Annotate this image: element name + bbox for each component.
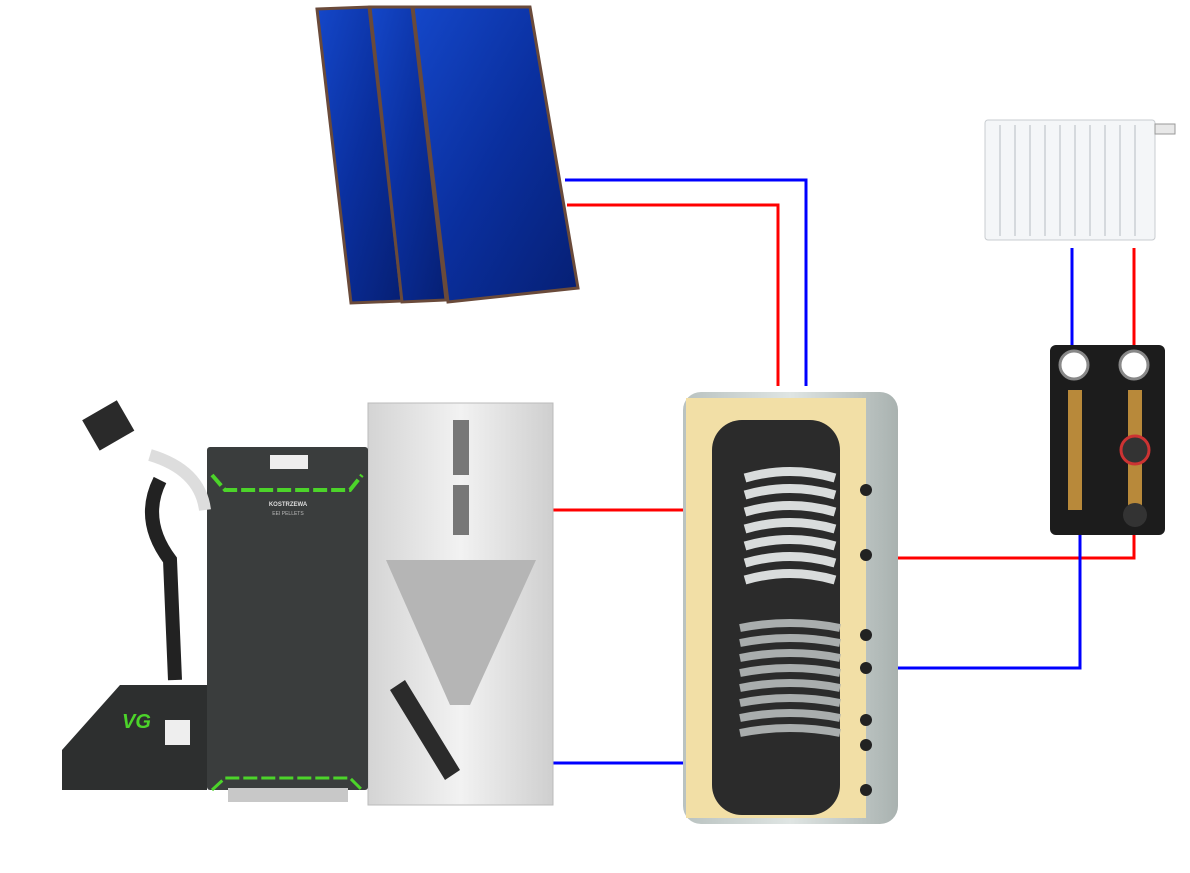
- tank-inner: [712, 420, 840, 815]
- solar-supply-pipe: [567, 203, 780, 386]
- burner-logo: VG: [122, 711, 151, 733]
- pellet-boiler: KOSTRZEWA EEI PELLETS: [207, 447, 368, 802]
- circulation-pump-icon: [1123, 503, 1147, 527]
- thermometer-gauge-icon: [1118, 349, 1150, 381]
- lower-coil: [739, 619, 841, 737]
- buffer-tank: [683, 392, 898, 824]
- solar-panel: [368, 5, 448, 304]
- solar-collectors: [315, 5, 580, 305]
- radiator: [984, 119, 1176, 241]
- thermometer-gauge-icon: [1058, 349, 1090, 381]
- thermostatic-valve-icon: [1154, 123, 1176, 135]
- tank-to-pump-supply-pipe: [866, 535, 1136, 560]
- control-panel-display: [270, 455, 308, 469]
- pump-to-tank-return-pipe: [866, 535, 1082, 670]
- boiler-model: EEI PELLETS: [272, 511, 304, 517]
- solar-return-pipe: [565, 178, 808, 386]
- solar-panel: [411, 5, 580, 304]
- pump-station: [1050, 345, 1165, 535]
- pellet-hopper: [367, 402, 554, 806]
- boiler-brand: KOSTRZEWA: [269, 502, 308, 508]
- upper-coil: [743, 467, 837, 585]
- circulation-pump-icon: [1119, 434, 1151, 466]
- pellet-burner: VG: [62, 400, 211, 790]
- pipes: [553, 178, 1136, 765]
